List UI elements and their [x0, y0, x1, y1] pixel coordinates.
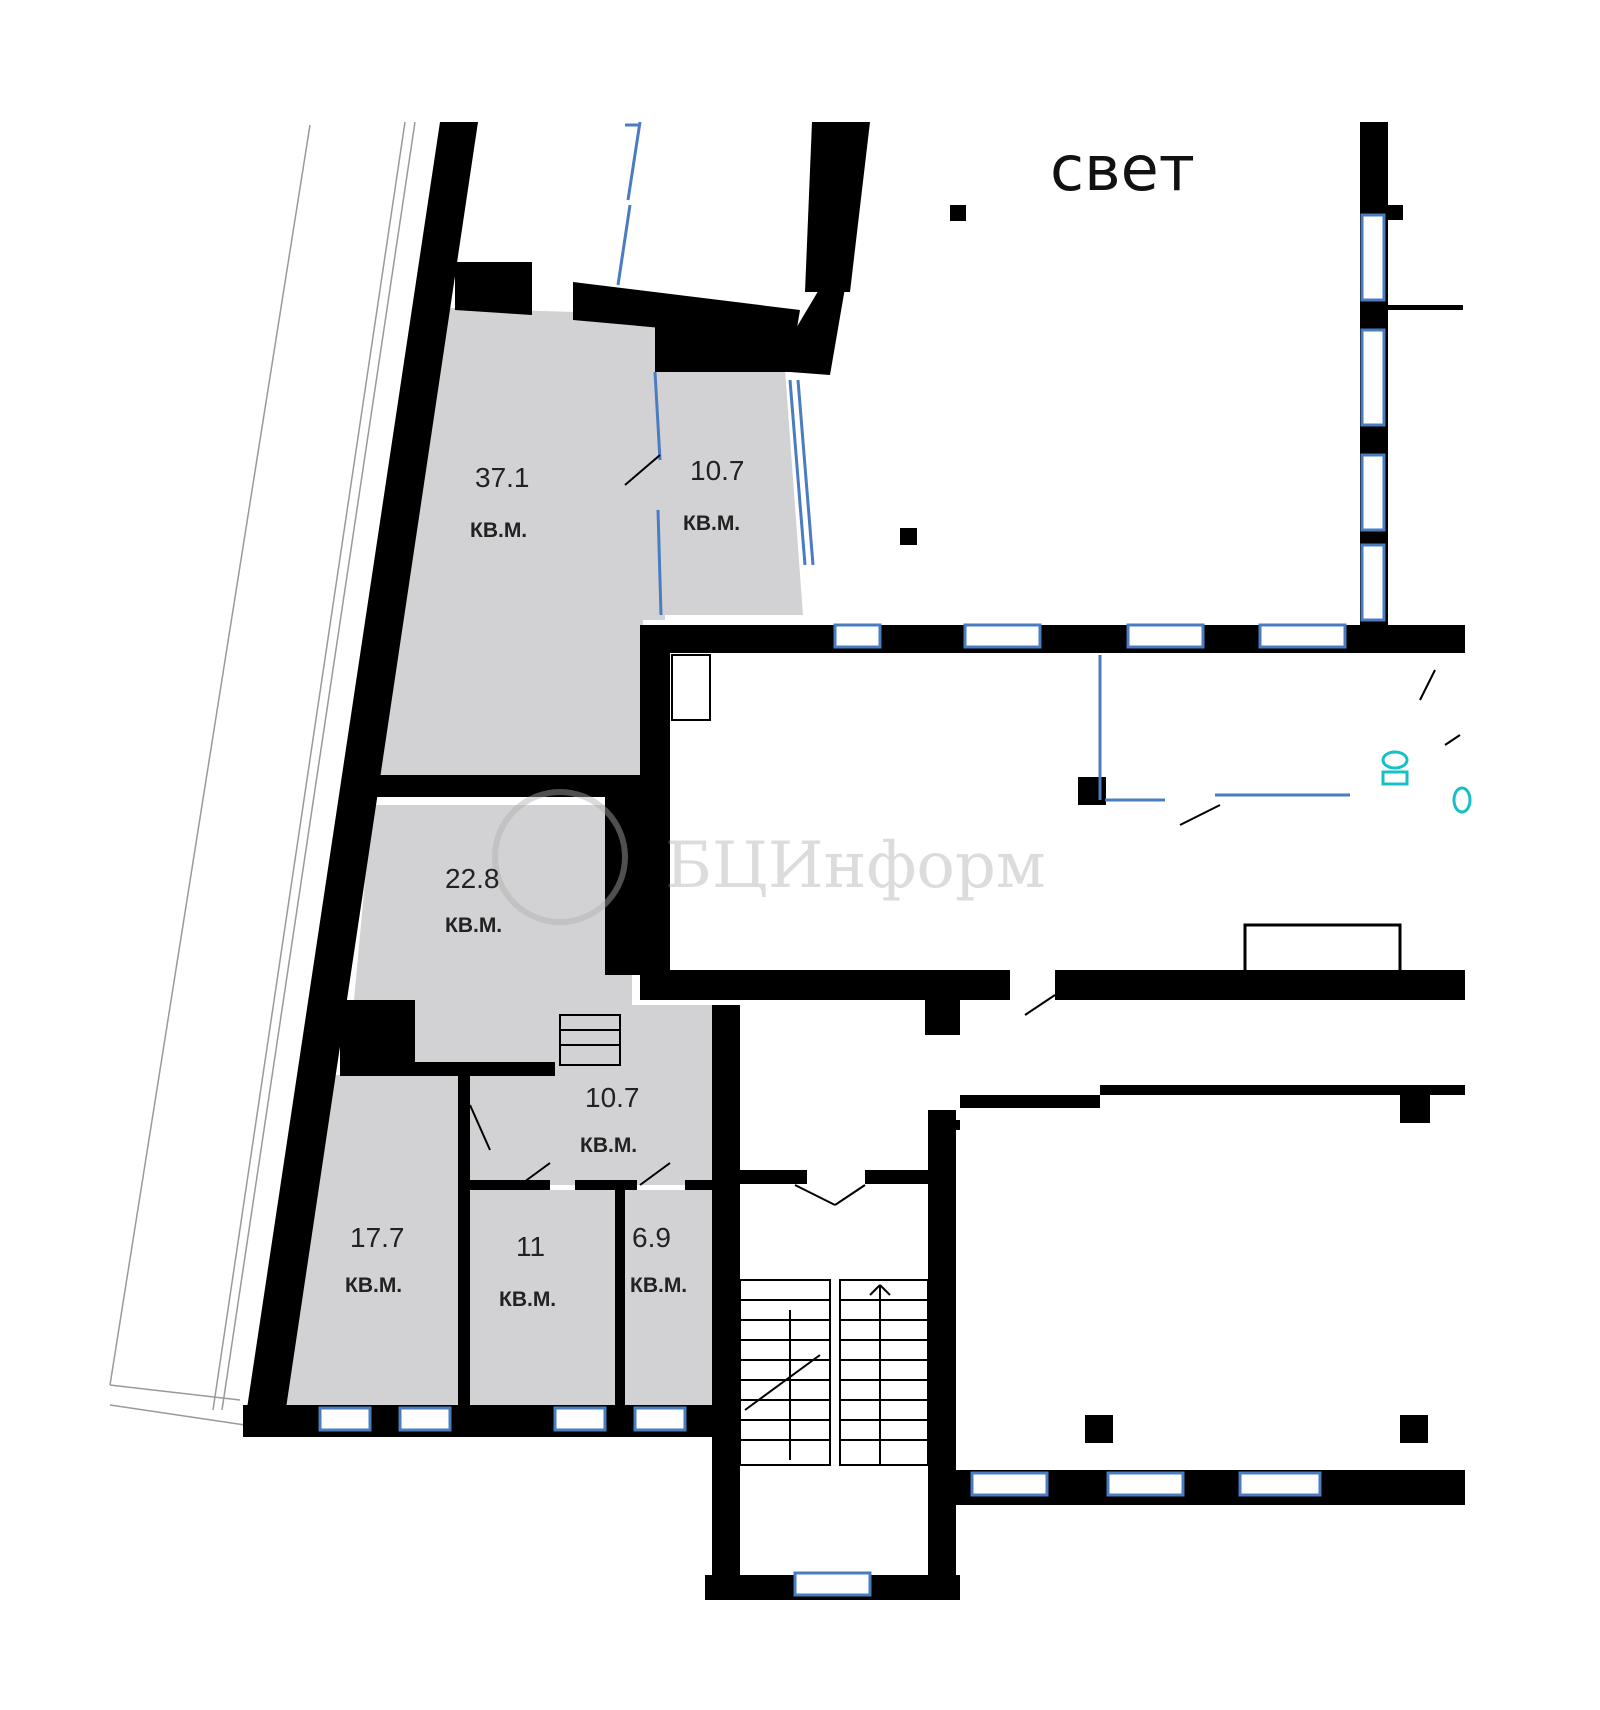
- room-11-fill: [470, 1190, 615, 1405]
- room-17-7-fill: [285, 1075, 458, 1405]
- walls: [243, 122, 1465, 1600]
- room-area: 6.9: [632, 1222, 671, 1253]
- room-area: 22.8: [445, 863, 500, 894]
- room-area: 17.7: [350, 1222, 405, 1253]
- room-10-7-a-fill: [665, 370, 803, 615]
- room-37-1-fill: [376, 308, 665, 775]
- room-area-unit: КВ.М.: [683, 512, 740, 535]
- room-area: 11: [516, 1231, 545, 1262]
- room-area-unit: КВ.М.: [630, 1274, 687, 1297]
- info-pin-icon: [492, 789, 628, 925]
- room-area-unit: КВ.М.: [445, 914, 502, 937]
- room-labels: 37.1 КВ.М. 10.7 КВ.М. 22.8 КВ.М. 10.7 КВ…: [345, 455, 745, 1311]
- room-area: 10.7: [690, 455, 745, 486]
- room-area: 37.1: [475, 462, 530, 493]
- room-area: 10.7: [585, 1082, 640, 1113]
- room-22-8-fill: [348, 805, 632, 1065]
- room-10-7-b-fill: [420, 1005, 715, 1185]
- room-area-unit: КВ.М.: [580, 1134, 637, 1157]
- room-area-unit: КВ.М.: [345, 1274, 402, 1297]
- watermark: БЦИнформ: [492, 789, 1046, 925]
- rented-rooms: [285, 308, 803, 1405]
- room-area-unit: КВ.М.: [499, 1288, 556, 1311]
- room-area-unit: КВ.М.: [470, 519, 527, 542]
- watermark-text: БЦИнформ: [665, 829, 1046, 903]
- street-edge: [109, 121, 416, 1426]
- room-6-9-fill: [625, 1190, 715, 1405]
- courtyard-label: свет: [1050, 132, 1195, 205]
- windows: [318, 121, 1472, 1597]
